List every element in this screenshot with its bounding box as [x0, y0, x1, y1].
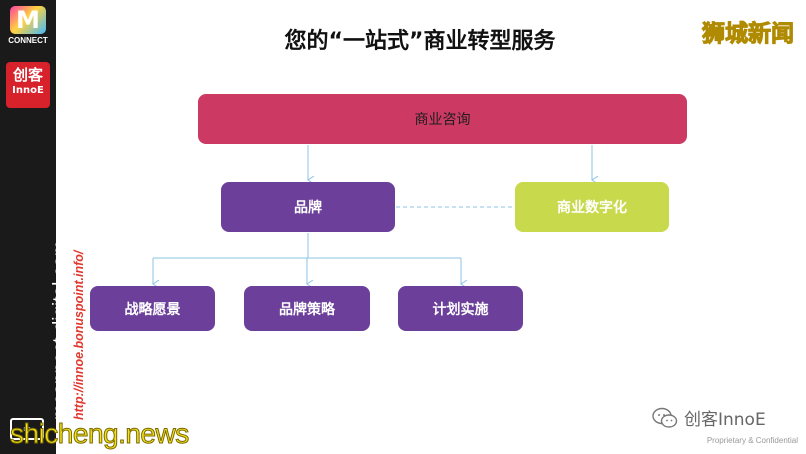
- box-brand-strategy: 品牌策略: [244, 286, 370, 331]
- innoe-logo: 创客 InnoE: [6, 62, 50, 108]
- innoe-logo-line2: InnoE: [12, 85, 44, 96]
- mconnect-logo: M: [10, 6, 46, 34]
- shicheng-logo: 狮城新闻: [702, 21, 795, 48]
- box-brand: 品牌: [221, 182, 395, 232]
- slide-title: 您的“一站式”商业转型服务: [284, 29, 556, 54]
- box-business-digitalization: 商业数字化: [515, 182, 669, 232]
- wechat-icon: [652, 407, 678, 428]
- sidebar: M CONNECT 创客 InnoE mconnect-digital.com …: [0, 0, 86, 454]
- shicheng-watermark: shicheng.news: [10, 418, 190, 450]
- wechat-account: 创客InnoE: [652, 405, 766, 430]
- innoe-logo-line1: 创客: [12, 66, 43, 84]
- mconnect-logo-text: CONNECT: [8, 36, 48, 45]
- box-plan-implementation: 计划实施: [398, 286, 523, 331]
- box-business-consulting: 商业咨询: [198, 94, 687, 144]
- wechat-label: 创客InnoE: [684, 410, 766, 430]
- proprietary-notice: Proprietary & Confidential: [706, 436, 798, 445]
- box-strategic-vision: 战略愿景: [90, 286, 215, 331]
- screen-icon: ▭: [10, 418, 44, 440]
